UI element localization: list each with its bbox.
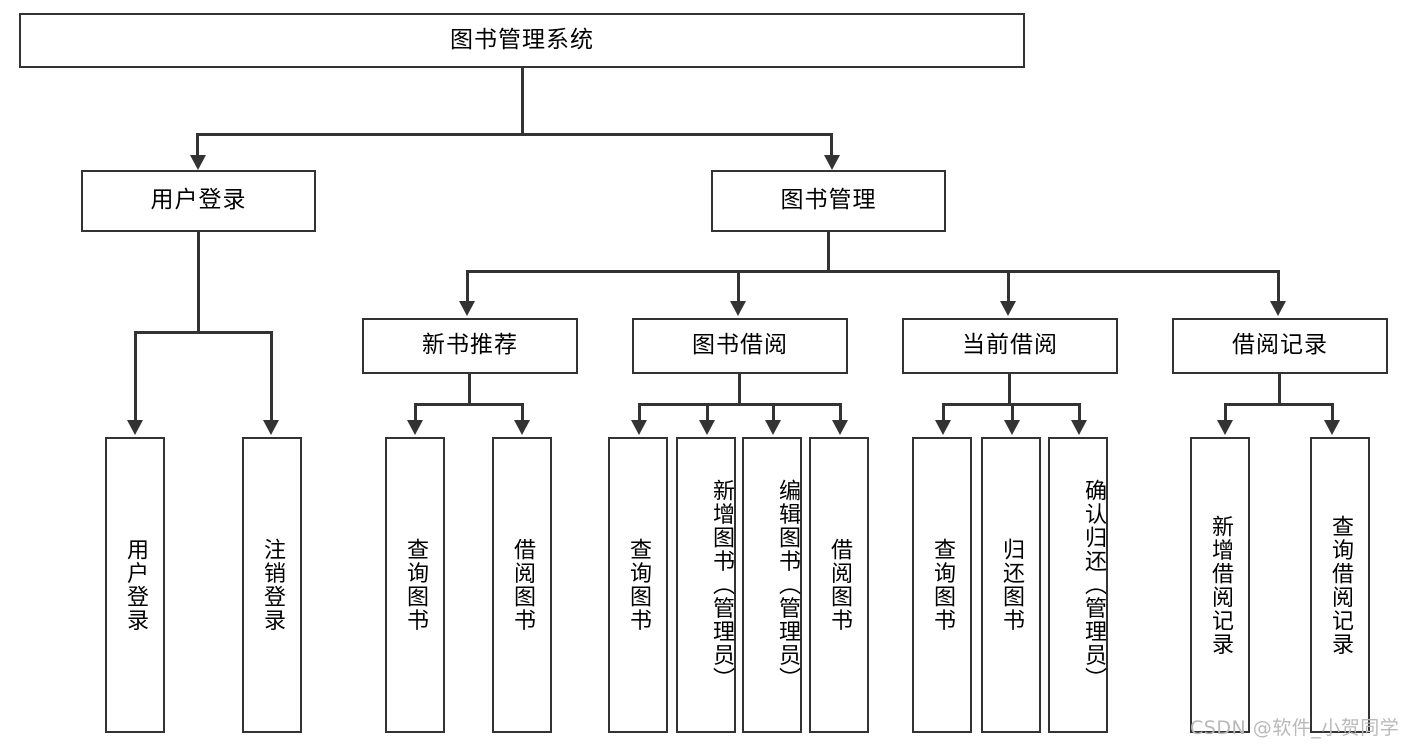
arrow-current-borrow-to-leaf-2 xyxy=(1071,420,1087,435)
edge-root-trunk xyxy=(521,68,524,135)
arrow-book-borrow-to-leaf-1 xyxy=(699,420,715,435)
arrow-user-login-to-leaf-1 xyxy=(263,420,279,435)
edge-book-mgmt-bus xyxy=(466,270,1279,273)
edge-book-borrow-to-leaf-0 xyxy=(638,403,641,422)
csdn-watermark: CSDN @软件_小贺同学 xyxy=(1190,717,1400,739)
arrow-book-mgmt-to-l3-0 xyxy=(459,301,475,316)
leaf-user-login-login[interactable]: 用户登录 xyxy=(105,437,165,733)
leaf-book-borrow-borrow[interactable]: 借阅图书 xyxy=(809,437,869,733)
arrow-book-mgmt-to-l3-3 xyxy=(1270,301,1286,316)
edge-book-borrow-to-leaf-1 xyxy=(706,403,709,422)
leaf-current-borrow-confirm-admin[interactable]: 确认归还（管理员） xyxy=(1048,437,1108,733)
node-user-login[interactable]: 用户登录 xyxy=(81,170,316,232)
node-root-system[interactable]: 图书管理系统 xyxy=(19,13,1025,68)
edge-user-login-bus xyxy=(134,331,273,334)
edge-book-borrow-to-leaf-3 xyxy=(839,403,842,422)
leaf-borrow-record-add[interactable]: 新增借阅记录 xyxy=(1190,437,1250,733)
node-book-borrow[interactable]: 图书借阅 xyxy=(632,318,848,374)
edge-book-borrow-trunk xyxy=(738,374,741,405)
arrow-current-borrow-to-leaf-1 xyxy=(1004,420,1020,435)
arrow-new-book-to-leaf-0 xyxy=(407,420,423,435)
leaf-new-book-query[interactable]: 查询图书 xyxy=(385,437,445,733)
arrow-user-login-to-leaf-0 xyxy=(127,420,143,435)
edge-root-to-book-mgmt xyxy=(830,133,833,157)
edge-root-bus xyxy=(196,133,833,136)
leaf-user-login-logout[interactable]: 注销登录 xyxy=(242,437,302,733)
edge-new-book-trunk xyxy=(468,374,471,405)
leaf-book-borrow-query[interactable]: 查询图书 xyxy=(608,437,668,733)
edge-book-mgmt-to-l3-0 xyxy=(466,270,469,303)
arrow-borrow-record-to-leaf-1 xyxy=(1324,420,1340,435)
leaf-book-borrow-edit-admin[interactable]: 编辑图书（管理员） xyxy=(742,437,802,733)
edge-user-login-to-leaf-1 xyxy=(270,331,273,422)
arrow-root-to-user-login xyxy=(190,155,206,170)
leaf-book-borrow-add-admin[interactable]: 新增图书（管理员） xyxy=(676,437,736,733)
edge-user-login-to-leaf-0 xyxy=(134,331,137,422)
edge-book-borrow-bus xyxy=(638,403,842,406)
arrow-root-to-book-mgmt xyxy=(824,155,840,170)
arrow-new-book-to-leaf-1 xyxy=(514,420,530,435)
arrow-current-borrow-to-leaf-0 xyxy=(935,420,951,435)
leaf-current-borrow-return[interactable]: 归还图书 xyxy=(981,437,1041,733)
arrow-book-mgmt-to-l3-2 xyxy=(1000,301,1016,316)
edge-book-mgmt-to-l3-2 xyxy=(1007,270,1010,303)
leaf-new-book-borrow[interactable]: 借阅图书 xyxy=(492,437,552,733)
edge-borrow-record-to-leaf-0 xyxy=(1224,403,1227,422)
node-new-book-recommend[interactable]: 新书推荐 xyxy=(362,318,578,374)
node-current-borrow[interactable]: 当前借阅 xyxy=(902,318,1118,374)
edge-current-borrow-to-leaf-0 xyxy=(942,403,945,422)
arrow-borrow-record-to-leaf-0 xyxy=(1217,420,1233,435)
node-borrow-record[interactable]: 借阅记录 xyxy=(1172,318,1388,374)
edge-new-book-to-leaf-1 xyxy=(521,403,524,422)
leaf-borrow-record-query[interactable]: 查询借阅记录 xyxy=(1310,437,1370,733)
edge-new-book-bus xyxy=(414,403,524,406)
edge-borrow-record-bus xyxy=(1224,403,1334,406)
edge-book-borrow-to-leaf-2 xyxy=(772,403,775,422)
edge-root-to-user-login xyxy=(196,133,199,157)
edge-borrow-record-trunk xyxy=(1278,374,1281,405)
edge-book-mgmt-to-l3-3 xyxy=(1277,270,1280,303)
leaf-current-borrow-query[interactable]: 查询图书 xyxy=(912,437,972,733)
edge-book-mgmt-trunk xyxy=(827,232,830,272)
edge-current-borrow-trunk xyxy=(1008,374,1011,405)
edge-borrow-record-to-leaf-1 xyxy=(1331,403,1334,422)
arrow-book-borrow-to-leaf-0 xyxy=(631,420,647,435)
arrow-book-borrow-to-leaf-2 xyxy=(765,420,781,435)
arrow-book-mgmt-to-l3-1 xyxy=(730,301,746,316)
node-book-management[interactable]: 图书管理 xyxy=(711,170,946,232)
edge-new-book-to-leaf-0 xyxy=(414,403,417,422)
edge-book-mgmt-to-l3-1 xyxy=(737,270,740,303)
arrow-book-borrow-to-leaf-3 xyxy=(832,420,848,435)
edge-current-borrow-to-leaf-2 xyxy=(1078,403,1081,422)
edge-user-login-trunk xyxy=(197,232,200,333)
edge-current-borrow-to-leaf-1 xyxy=(1011,403,1014,422)
